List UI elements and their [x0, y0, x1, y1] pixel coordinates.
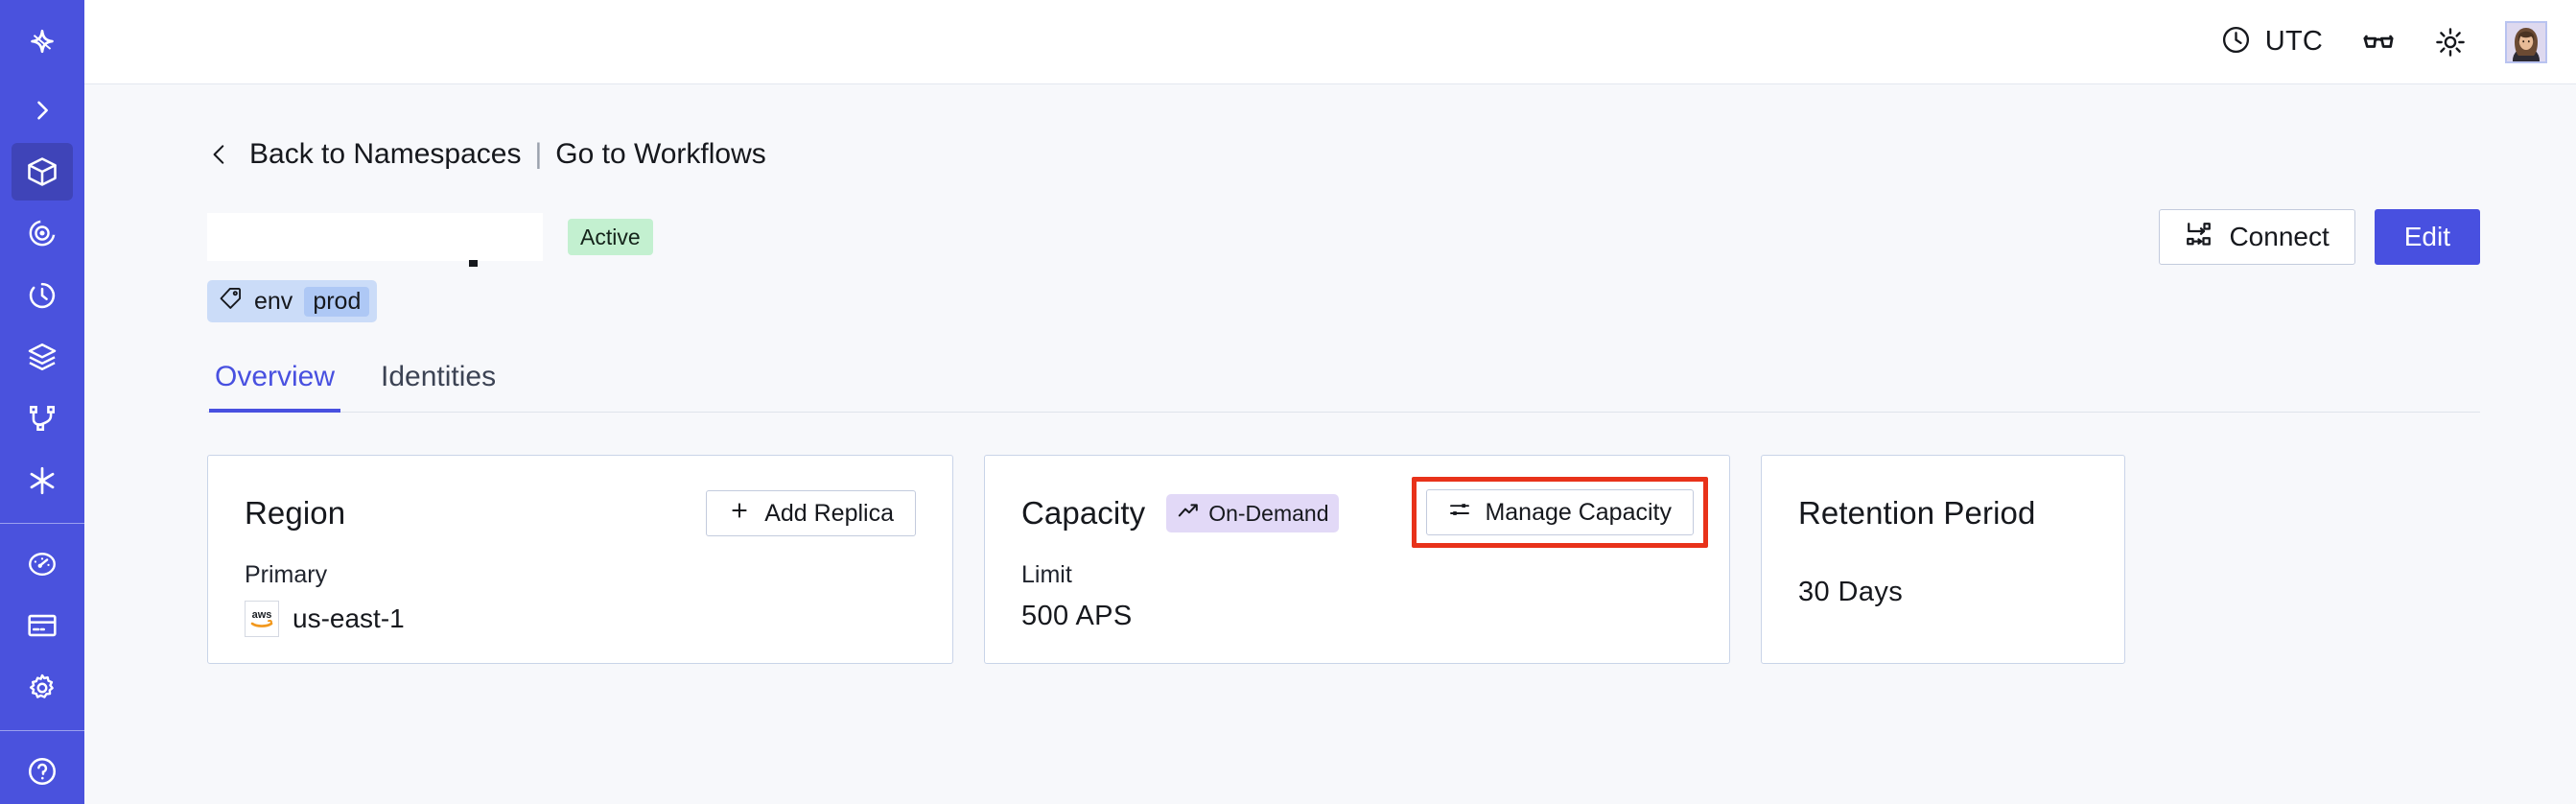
region-value: us-east-1: [293, 603, 405, 633]
eye-spiral-icon: [26, 217, 59, 249]
timezone-label: UTC: [2264, 26, 2323, 57]
sidebar-item-namespaces[interactable]: [12, 142, 73, 201]
connect-nodes-icon: [2185, 220, 2213, 255]
sidebar-divider-bottom: [0, 729, 84, 731]
sidebar-item-usage[interactable]: [12, 535, 73, 593]
tag-value: prod: [304, 286, 370, 317]
svg-text:aws: aws: [252, 609, 272, 621]
clock-icon: [2220, 24, 2252, 60]
sidebar-item-history[interactable]: [12, 266, 73, 323]
retention-card-title: Retention Period: [1798, 495, 2036, 531]
manage-capacity-label: Manage Capacity: [1485, 498, 1672, 526]
capacity-sub-label: Limit: [1021, 561, 1072, 588]
add-replica-label: Add Replica: [764, 499, 894, 527]
breadcrumb-workflows-link[interactable]: Go to Workflows: [555, 138, 766, 170]
manage-capacity-button[interactable]: Manage Capacity: [1426, 489, 1694, 535]
capacity-mode-badge: On-Demand: [1166, 494, 1340, 532]
plus-icon: [728, 499, 751, 529]
top-header: UTC: [84, 0, 2576, 84]
tab-bar: Overview Identities: [207, 361, 2480, 413]
breadcrumb-back-link[interactable]: Back to Namespaces: [249, 138, 522, 170]
overview-cards: Region Add Replica: [207, 455, 2480, 664]
sidebar-item-settings[interactable]: [12, 658, 73, 716]
sidebar-item-observability[interactable]: [12, 204, 73, 262]
capacity-card-header: Capacity On-Demand: [1021, 486, 1693, 540]
tab-identities[interactable]: Identities: [381, 361, 497, 392]
capacity-mode-label: On-Demand: [1208, 500, 1329, 526]
breadcrumb-separator: |: [534, 138, 543, 170]
credit-card-icon: [26, 609, 59, 642]
connect-button[interactable]: Connect: [2159, 209, 2355, 265]
region-value-row: aws us-east-1: [245, 601, 916, 637]
avatar[interactable]: [2505, 20, 2547, 63]
sidebar-item-billing[interactable]: [12, 597, 73, 654]
primary-sidebar: [0, 0, 84, 804]
page-title: [207, 213, 543, 267]
timer-icon: [26, 279, 59, 312]
help-circle-icon: [26, 755, 59, 788]
sidebar-item-help[interactable]: [12, 743, 73, 800]
add-replica-button[interactable]: Add Replica: [706, 490, 916, 536]
region-card-header: Region Add Replica: [245, 486, 916, 540]
capacity-value: 500 APS: [1021, 601, 1133, 631]
glasses-icon[interactable]: [2361, 25, 2396, 59]
sidebar-item-integrations[interactable]: [12, 451, 73, 508]
asterisk-icon: [26, 464, 59, 497]
capacity-card: Capacity On-Demand: [984, 455, 1730, 664]
gauge-icon: [26, 548, 59, 580]
sidebar-item-workflows[interactable]: [12, 390, 73, 447]
tag-key: env: [254, 287, 293, 315]
timezone-selector[interactable]: UTC: [2220, 24, 2323, 60]
tag-chip-env[interactable]: env prod: [207, 280, 378, 322]
sidebar-divider-top: [0, 522, 84, 524]
tag-icon: [219, 286, 243, 317]
region-card: Region Add Replica: [207, 455, 953, 664]
connect-button-label: Connect: [2229, 222, 2330, 251]
cube-icon: [25, 154, 59, 189]
edit-button-label: Edit: [2403, 222, 2450, 251]
gear-icon: [26, 672, 59, 704]
header-actions: UTC: [2220, 20, 2547, 63]
manage-capacity-highlight: Manage Capacity: [1412, 477, 1708, 548]
sidebar-expand-chevron-right-icon[interactable]: [12, 81, 73, 138]
region-card-title: Region: [245, 495, 346, 531]
edit-button[interactable]: Edit: [2374, 209, 2480, 265]
sliders-icon: [1448, 498, 1471, 528]
namespace-tags: env prod: [207, 280, 2480, 322]
namespace-actions: Connect Edit: [2159, 209, 2480, 265]
aws-logo: aws: [245, 601, 279, 637]
retention-card-header: Retention Period: [1798, 486, 2088, 540]
trending-up-icon: [1177, 499, 1200, 528]
tab-overview[interactable]: Overview: [209, 361, 341, 413]
git-branch-icon: [27, 403, 58, 434]
sun-icon[interactable]: [2434, 26, 2467, 59]
status-badge: Active: [568, 218, 653, 256]
main-pane: UTC: [84, 0, 2576, 804]
retention-value: 30 Days: [1798, 577, 1904, 607]
capacity-card-title: Capacity: [1021, 495, 1146, 531]
breadcrumb: Back to Namespaces | Go to Workflows: [207, 138, 2480, 171]
namespace-title-row: Active: [207, 209, 2480, 267]
region-sub-label: Primary: [245, 561, 328, 588]
content-area: Back to Namespaces | Go to Workflows Act…: [84, 84, 2576, 804]
retention-card: Retention Period 30 Days: [1761, 455, 2125, 664]
chevron-left-icon[interactable]: [207, 138, 232, 171]
sidebar-item-schedules[interactable]: [12, 328, 73, 386]
four-point-star-logo-icon[interactable]: [12, 13, 73, 71]
layers-icon: [26, 341, 59, 373]
